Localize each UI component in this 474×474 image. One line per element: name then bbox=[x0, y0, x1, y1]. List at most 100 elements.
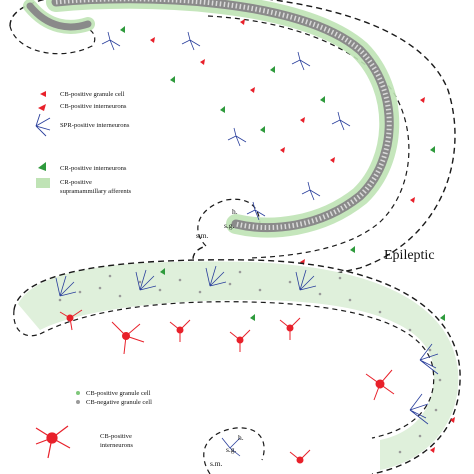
cb-interneuron-large-icon bbox=[59, 309, 83, 331]
top-cr-interneurons bbox=[120, 26, 435, 253]
granule-dot bbox=[108, 274, 112, 278]
granule-dot bbox=[98, 286, 102, 290]
granule-dot bbox=[78, 290, 82, 294]
top-legend-label: CB-positive granule cell bbox=[60, 91, 125, 98]
cb-interneuron-icon bbox=[240, 19, 245, 25]
cr-interneuron-icon bbox=[350, 246, 355, 253]
bottom-legend-label: CB-negative granule cell bbox=[86, 399, 152, 406]
granule-dot bbox=[228, 282, 232, 286]
top-granule-left-arm-core bbox=[26, 2, 92, 31]
granule-dot bbox=[428, 348, 432, 352]
cr-interneuron-icon bbox=[38, 162, 46, 171]
cb-interneuron-icon bbox=[450, 417, 455, 423]
granule-dot bbox=[438, 378, 442, 382]
spr-interneuron-icon bbox=[227, 127, 247, 147]
spr-interneuron-icon bbox=[101, 31, 121, 51]
spr-interneuron-icon bbox=[35, 113, 51, 137]
cr-interneuron-icon bbox=[320, 96, 325, 103]
top-legend-label: SPR-positive interneurons bbox=[60, 122, 130, 129]
cb-interneuron-icon bbox=[330, 157, 335, 163]
bottom-spr-interneurons bbox=[55, 265, 439, 457]
top-legend-label: CB-positive interneurons bbox=[60, 103, 127, 110]
cb-interneuron-icon bbox=[420, 97, 425, 103]
spr-interneuron-icon bbox=[419, 343, 439, 375]
cb-granule-icon bbox=[40, 91, 46, 97]
bottom-legend-label: CB-positive granule cell bbox=[86, 390, 151, 397]
granule-dot bbox=[398, 450, 402, 454]
granule-dot bbox=[348, 298, 352, 302]
spr-interneuron-icon bbox=[409, 393, 429, 425]
cr-interneuron-icon bbox=[440, 314, 445, 321]
spr-interneuron-icon bbox=[301, 181, 321, 201]
bottom-region-molecular: s.m. bbox=[210, 459, 223, 468]
granule-dot bbox=[418, 434, 422, 438]
top-panel: h. s.g. s.m. CB-positive granule cell CB… bbox=[9, 0, 456, 283]
top-legend-label: CR-positive interneurons bbox=[60, 165, 127, 172]
top-mid-boundary bbox=[207, 15, 410, 259]
top-region-molecular: s.m. bbox=[196, 231, 209, 240]
bottom-outer-boundary bbox=[13, 259, 461, 474]
top-spr-interneurons bbox=[101, 31, 351, 221]
spr-interneuron-icon bbox=[291, 51, 311, 71]
spr-interneuron-icon bbox=[221, 437, 241, 457]
bottom-panel: Epileptic bbox=[13, 248, 461, 474]
bottom-title: Epileptic bbox=[384, 248, 435, 263]
top-region-granular: s.g. bbox=[224, 221, 235, 230]
granule-dot bbox=[198, 290, 202, 294]
granule-dot bbox=[158, 288, 162, 292]
cb-negative-granule-dot-icon bbox=[76, 400, 80, 404]
spr-interneuron-icon bbox=[181, 31, 201, 51]
cb-interneuron-large-icon bbox=[229, 329, 251, 352]
spr-interneuron-icon bbox=[55, 275, 77, 297]
cr-interneuron-icon bbox=[250, 314, 255, 321]
cr-interneuron-icon bbox=[120, 26, 125, 33]
cr-interneuron-icon bbox=[430, 146, 435, 153]
cb-interneuron-icon bbox=[300, 117, 305, 123]
cb-interneuron-large-icon bbox=[169, 319, 191, 342]
bottom-molecular-layer bbox=[18, 261, 459, 470]
cb-interneuron-large-icon bbox=[111, 321, 145, 355]
bottom-legend: CB-positive granule cell CB-negative gra… bbox=[35, 390, 152, 459]
spr-interneuron-icon bbox=[246, 201, 266, 221]
cb-interneuron-icon bbox=[250, 87, 255, 93]
cr-interneuron-icon bbox=[160, 268, 165, 275]
granule-dot bbox=[338, 276, 342, 280]
granule-dot bbox=[118, 294, 122, 298]
top-legend-label: supramammillary afferents bbox=[60, 188, 132, 195]
top-region-hilus: h. bbox=[232, 207, 238, 216]
granule-dot bbox=[408, 328, 412, 332]
granule-dot bbox=[378, 310, 382, 314]
cb-interneuron-icon bbox=[430, 447, 435, 453]
cb-interneuron-icon bbox=[200, 59, 205, 65]
cb-interneuron-icon bbox=[410, 197, 415, 203]
cb-interneuron-icon bbox=[280, 147, 285, 153]
top-inner-boundary bbox=[9, 25, 96, 55]
granule-dot bbox=[178, 278, 182, 282]
spr-interneuron-icon bbox=[205, 265, 227, 287]
top-legend: CB-positive granule cell CB-positive int… bbox=[35, 91, 132, 195]
cb-interneuron-icon bbox=[38, 104, 46, 111]
granule-dot bbox=[138, 280, 142, 284]
cr-interneuron-icon bbox=[170, 76, 175, 83]
granule-dot bbox=[258, 288, 262, 292]
cr-interneuron-icon bbox=[270, 66, 275, 73]
bottom-inner-boundary bbox=[39, 301, 435, 439]
bottom-markers bbox=[160, 268, 455, 453]
bottom-legend-label: CB-positive bbox=[100, 433, 132, 440]
granule-dot bbox=[58, 298, 62, 302]
cb-interneuron-large-icon bbox=[279, 317, 301, 340]
spr-interneuron-icon bbox=[295, 269, 317, 291]
cb-interneuron-large-icon bbox=[35, 425, 71, 459]
top-cb-interneurons bbox=[150, 19, 425, 265]
cb-granule-dot-icon bbox=[76, 391, 80, 395]
bottom-legend-label: interneurons bbox=[100, 442, 133, 449]
top-legend-label: CR-positive bbox=[60, 179, 92, 186]
top-granule-cells bbox=[55, 0, 392, 230]
bottom-granule-dots bbox=[58, 270, 442, 454]
cr-interneuron-icon bbox=[220, 106, 225, 113]
granule-dot bbox=[434, 408, 438, 412]
cb-interneuron-large-icon bbox=[289, 449, 311, 464]
granule-dot bbox=[318, 292, 322, 296]
granule-dot bbox=[288, 280, 292, 284]
